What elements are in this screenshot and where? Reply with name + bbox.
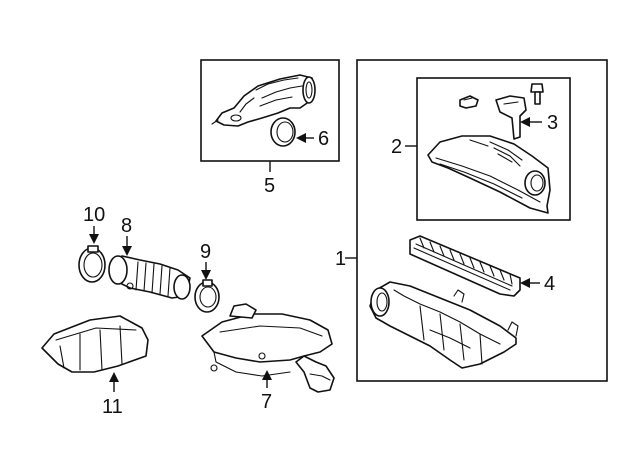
air-filter-element-part [409,235,521,297]
callout-5: 5 [264,175,275,197]
arrow-8 [122,246,132,256]
box-assembly-2 [416,77,571,221]
callout-3: 3 [547,112,558,134]
hose-clamp-10-part [78,245,106,283]
air-cleaner-case-part [369,281,519,369]
arrow-3 [520,117,530,127]
callout-9: 9 [200,241,211,263]
resonator-part [201,303,335,393]
callout-6: 6 [318,128,329,150]
arrow-7 [262,370,272,380]
callout-7: 7 [261,391,272,413]
sensor-part [459,83,544,140]
callout-10: 10 [83,204,105,226]
callout-1: 1 [335,248,346,270]
callout-2: 2 [391,136,402,158]
box-assembly-1 [356,59,608,382]
ring-seal-part [270,117,296,147]
arrow-4 [520,278,530,288]
side-cover-part [41,315,149,373]
callout-8: 8 [121,215,132,237]
arrow-9 [201,270,211,280]
intake-duct-part [211,74,316,127]
callout-4: 4 [544,273,555,295]
filter-housing-upper-part [427,135,551,214]
intake-hose-part [108,255,191,300]
arrow-11 [109,372,119,382]
arrow-10 [89,234,99,244]
arrow-6 [296,133,306,143]
hose-clamp-9-part [194,279,220,313]
callout-11: 11 [102,396,123,418]
